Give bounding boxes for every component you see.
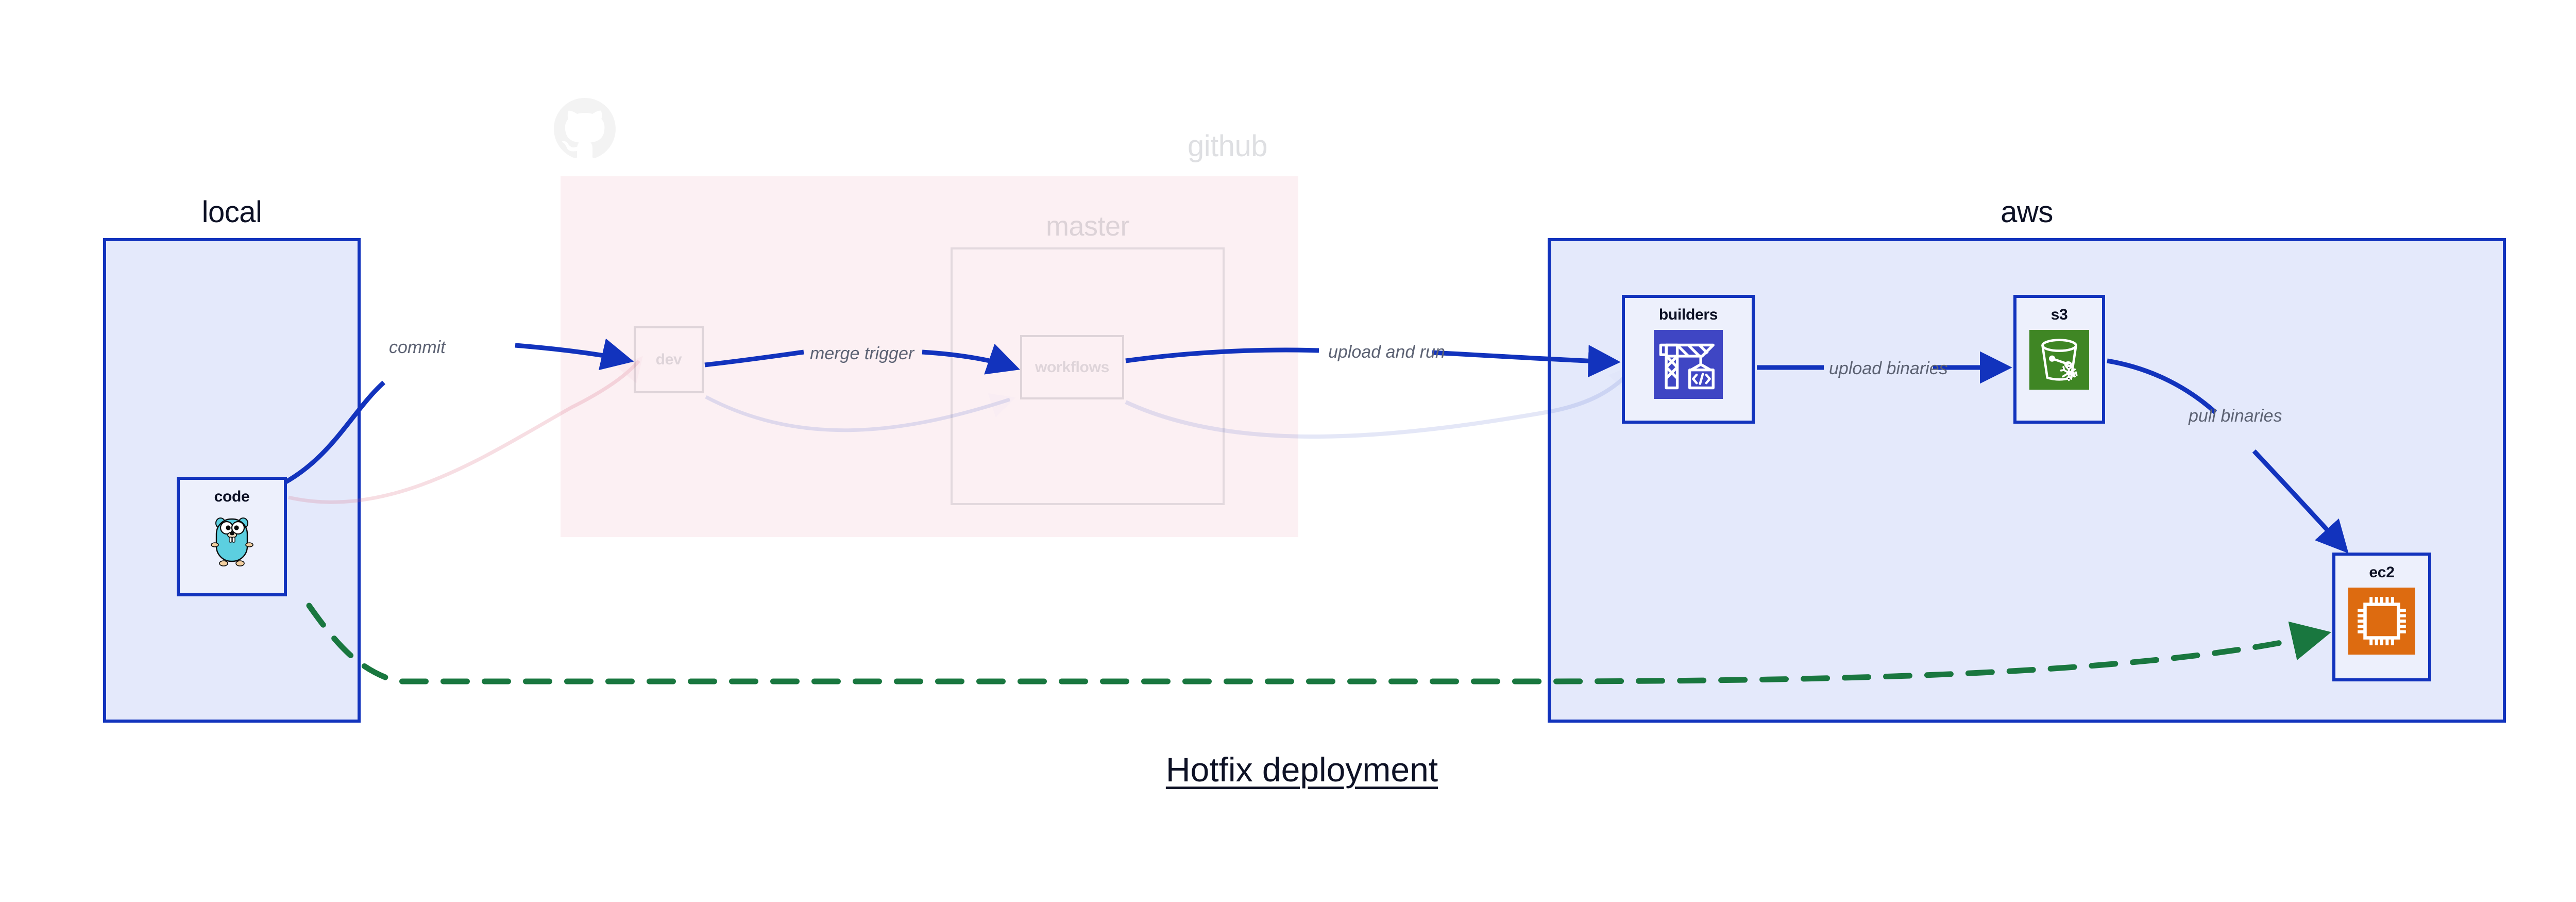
edge-label-commit: commit <box>389 338 446 357</box>
crane-code-icon <box>1654 330 1723 402</box>
group-master-label: master <box>1045 211 1130 242</box>
s3-bucket-icon <box>2029 330 2089 392</box>
group-github-label: github <box>1187 129 1268 163</box>
group-aws-label: aws <box>2001 195 2053 229</box>
node-code[interactable]: code <box>177 477 287 596</box>
github-octocat-icon <box>554 98 616 160</box>
node-ec2[interactable]: ec2 <box>2332 553 2431 681</box>
node-code-label: code <box>214 488 250 505</box>
group-local-label: local <box>201 195 262 229</box>
node-dev-label: dev <box>655 351 682 368</box>
node-builders[interactable]: builders <box>1622 295 1755 424</box>
node-dev[interactable]: dev <box>634 326 704 393</box>
edge-label-upload-and-run: upload and run <box>1328 342 1445 362</box>
cpu-chip-icon <box>2348 588 2415 657</box>
node-workflows[interactable]: workflows <box>1020 335 1124 399</box>
group-master <box>951 247 1225 505</box>
node-s3-label: s3 <box>2050 306 2068 323</box>
diagram-title: Hotfix deployment <box>1165 750 1438 789</box>
node-s3[interactable]: s3 <box>2013 295 2105 424</box>
go-gopher-icon <box>208 512 256 572</box>
node-builders-label: builders <box>1658 306 1718 323</box>
node-ec2-label: ec2 <box>2369 564 2395 581</box>
node-workflows-label: workflows <box>1035 358 1109 376</box>
